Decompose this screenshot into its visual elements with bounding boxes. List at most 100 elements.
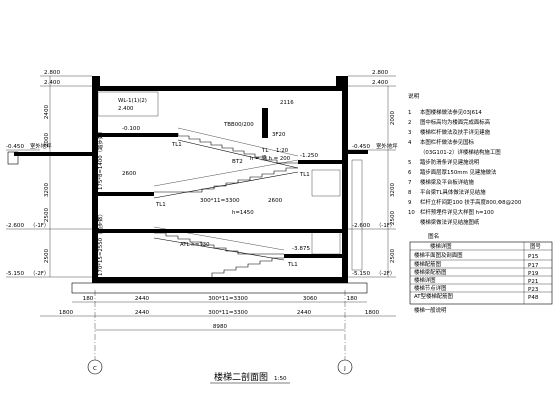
inner-dim-3: 2600: [268, 198, 283, 204]
left-dim-3: 3200: [44, 182, 50, 197]
label-tl-1: TL1: [171, 142, 182, 148]
right-wall: [342, 91, 348, 277]
svg-text:P15: P15: [528, 254, 539, 260]
elev-right-5: -5.150: [352, 271, 370, 277]
bottom-dim-2-3: 300*11=3300: [208, 310, 248, 316]
drawing-title: 楼梯二剖面图 1:50: [210, 371, 290, 384]
legend-frame: [409, 241, 553, 305]
svg-text:4: 4: [408, 140, 412, 146]
right-dim-4: 2500: [390, 248, 396, 263]
parapet-right: [336, 76, 348, 86]
bottom-dim-2-1: 1800: [59, 310, 74, 316]
svg-text:2: 2: [408, 120, 411, 126]
stair-flight-third: [154, 232, 284, 255]
notes-item: （03G101-2）详楼梯结构施工图: [420, 148, 501, 156]
bottom-dim-1-5: 180: [347, 296, 358, 302]
detail-scale: 1:20: [276, 148, 289, 154]
bottom-dim-1-3: 300*11=3300: [208, 296, 248, 302]
detail-side: 3F20: [272, 132, 286, 138]
stair-flights: [153, 127, 299, 277]
stair-soffit-second: [153, 171, 299, 199]
bottom-dim-1-4: 3060: [303, 296, 318, 302]
landing-right-upper: [298, 160, 342, 164]
landing-right-lower: [284, 254, 342, 258]
stair-labels: BT2 175*8=1400（踏步数） 170*15=2550（踏步数） ATL…: [96, 128, 310, 276]
svg-text:9: 9: [408, 200, 412, 206]
exterior-wall-right: [351, 159, 363, 271]
label-tl-2: TL1: [299, 172, 310, 178]
svg-text:楼梯节点详图: 楼梯节点详图: [414, 284, 446, 292]
bottom-dim-2-4: 2440: [297, 310, 312, 316]
svg-text:楼梯一般说明: 楼梯一般说明: [414, 306, 446, 314]
label-bt2: BT2: [232, 159, 243, 165]
elev-right-4-floor: （-1F）: [376, 222, 395, 229]
landing-left-mid: [98, 192, 154, 196]
stair-soffit-third: [153, 237, 285, 261]
elev-right-3: -0.450: [352, 144, 370, 150]
axis-lines: C J: [87, 290, 353, 375]
axis-bubble-c: [87, 359, 103, 375]
bottom-dim-1-1: 180: [83, 296, 94, 302]
section-title: 楼梯二剖面图: [214, 371, 268, 383]
right-dim-3: 2500: [390, 210, 396, 225]
right-dim-1: 2000: [390, 110, 396, 125]
callouts: WL-1(1)(2) 2.400 2116 TBB00/200 3F20 TL …: [97, 91, 294, 162]
building-outline: [7, 76, 368, 294]
legend-col2: 图号: [530, 242, 541, 250]
svg-text:本图栏杆做法参见国标: 本图栏杆做法参见国标: [420, 138, 475, 146]
canopy-right: [348, 150, 368, 154]
legend-row: 楼梯一般说明: [414, 306, 446, 314]
bottom-dimensions: 180 2440 300*11=3300 3060 180 1800 2440 …: [40, 296, 396, 331]
roof-note: 2.400: [118, 106, 134, 112]
axis-label-c: C: [93, 366, 97, 372]
svg-text:3: 3: [408, 130, 411, 136]
label-atl: ATL h=130: [180, 242, 210, 248]
section-scale: 1:50: [274, 376, 287, 382]
stair-flight-upper: [177, 133, 298, 164]
inner-dim-1: 2600: [122, 171, 137, 177]
stair-soffit-upper: [177, 139, 299, 169]
detail-top: 2116: [280, 100, 294, 106]
inner-elevations: -0.100 -1.250 -3.875: [122, 126, 318, 252]
svg-text:图中标高均为楼面完成面标高: 图中标高均为楼面完成面标高: [420, 118, 491, 126]
left-elevations: 2.800 2.400 -0.450 室外地坪 -2.600 （-1F） -5.…: [6, 70, 92, 278]
left-dim-1: 2400: [44, 104, 50, 119]
svg-text:P21: P21: [528, 279, 539, 285]
roof-beam-label: WL-1(1)(2): [118, 98, 147, 104]
foundation: [71, 282, 368, 294]
svg-text:P19: P19: [528, 271, 539, 277]
notes-item: 2 图中标高均为楼面完成面标高: [408, 118, 491, 126]
roof-slab: [92, 86, 348, 91]
notes-item: 楼梯梁做法详见结施图纸: [420, 218, 480, 226]
elev-left-5: -5.150: [6, 271, 24, 277]
right-elevations: 2.800 2.400 -0.450 室外地坪 -2.600 （-1F） -5.…: [348, 70, 398, 278]
svg-text:AT型楼梯配筋图: AT型楼梯配筋图: [414, 292, 453, 300]
svg-text:（03G101-2）详楼梯结构施工图: （03G101-2）详楼梯结构施工图: [420, 148, 501, 156]
svg-text:5: 5: [408, 160, 411, 166]
left-dim-4: 2500: [44, 207, 50, 222]
elev-inner-3: -3.875: [292, 246, 310, 252]
detail-note: h = 梁 h = 200: [250, 154, 291, 162]
label-upper-vertical: 175*8=1400（踏步数）: [96, 128, 104, 190]
elev-left-3-note: 室外地坪: [30, 142, 52, 150]
elev-left-2: 2.400: [44, 80, 60, 86]
left-dim-2: 2000: [44, 132, 50, 147]
handrail-1: [177, 127, 299, 157]
canopy-edge: [7, 151, 19, 165]
floor-slab-b1: [98, 229, 342, 233]
svg-text:10: 10: [408, 210, 415, 216]
label-lower-vertical: 170*15=2550（踏步数）: [96, 211, 104, 276]
svg-text:平台梁TL具体做法详见结施: 平台梁TL具体做法详见结施: [420, 188, 486, 196]
openings: [311, 159, 363, 271]
svg-text:1: 1: [408, 110, 411, 116]
